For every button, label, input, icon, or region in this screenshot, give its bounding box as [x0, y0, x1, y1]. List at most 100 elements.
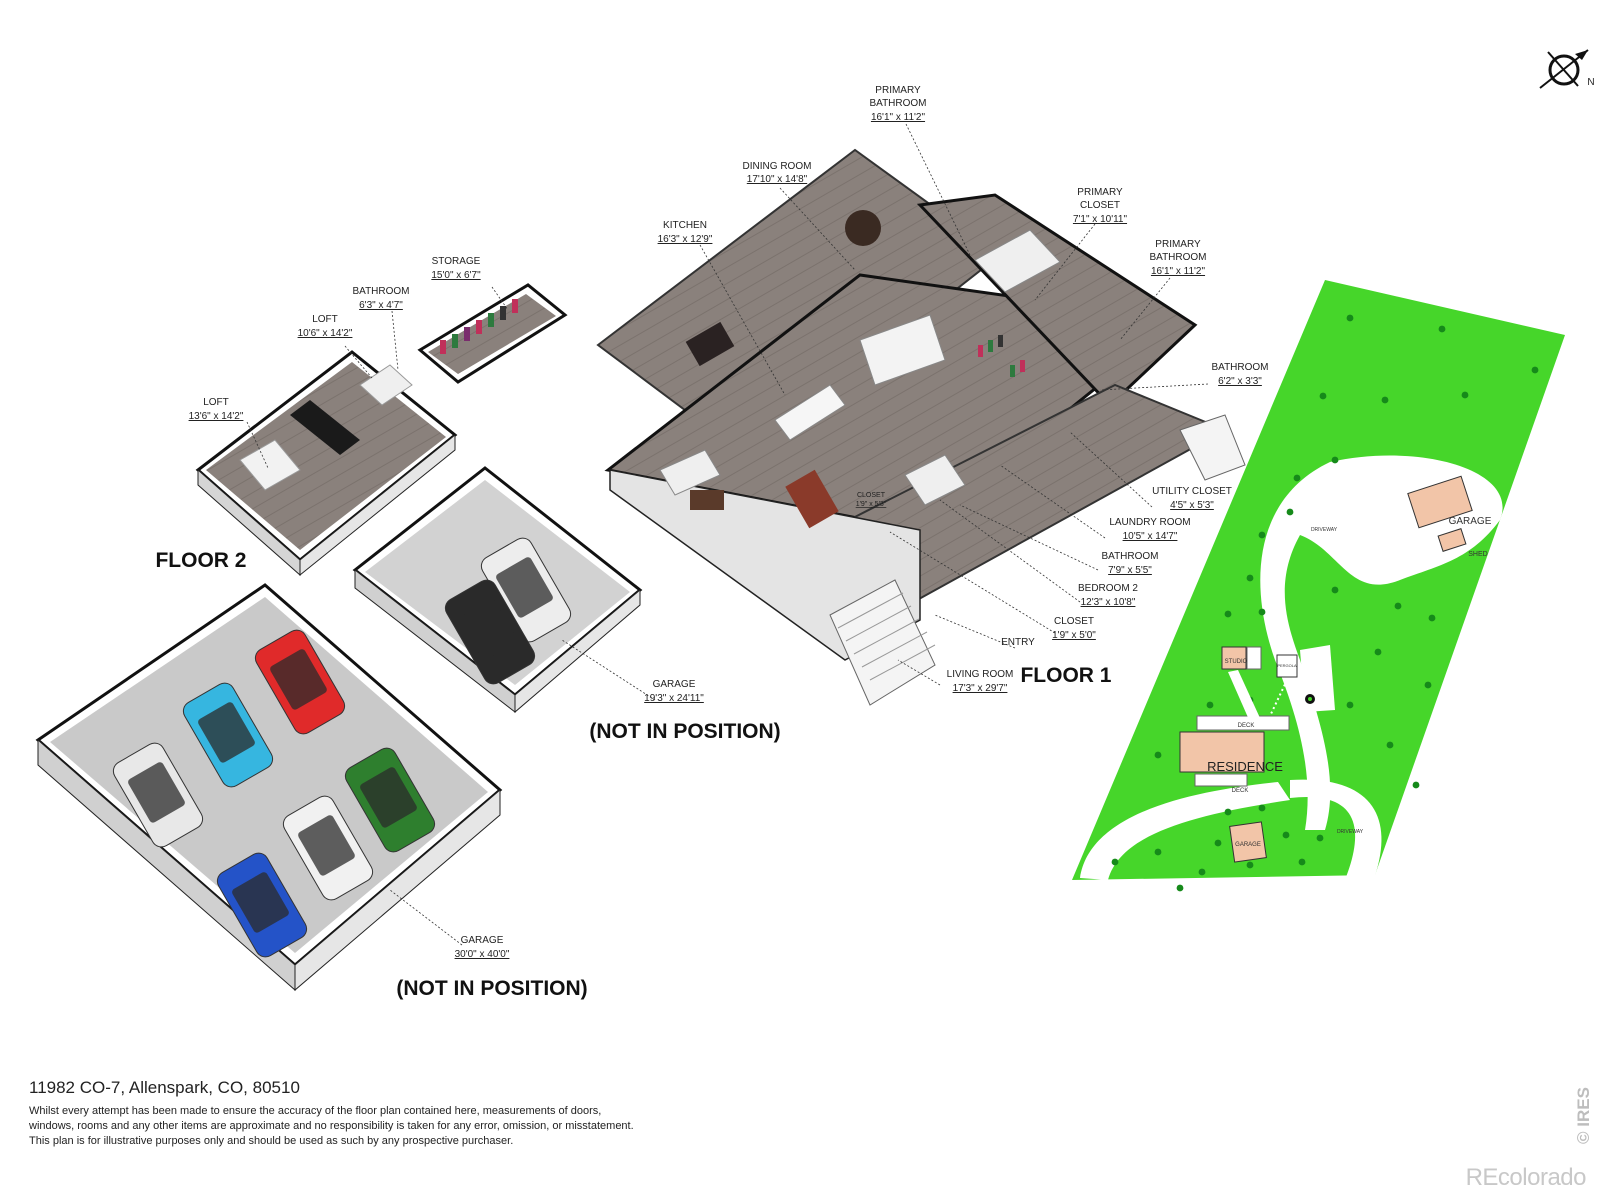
svg-text:SHED: SHED — [1468, 551, 1487, 558]
svg-text:PRIMARY: PRIMARY — [1077, 187, 1123, 198]
svg-text:7'9" x 5'5": 7'9" x 5'5" — [1108, 565, 1152, 576]
label-loft-a: LOFT 10'6" x 14'2" — [298, 314, 353, 339]
svg-text:BATHROOM: BATHROOM — [1101, 551, 1158, 562]
svg-text:7'1" x 10'11": 7'1" x 10'11" — [1073, 214, 1128, 225]
svg-text:ENTRY: ENTRY — [1001, 637, 1035, 648]
car-5 — [282, 795, 374, 901]
label-bathroom-small: BATHROOM 6'2" x 3'3" — [1211, 362, 1268, 387]
svg-text:PRIMARY: PRIMARY — [875, 85, 921, 96]
site-deck-top — [1196, 715, 1290, 731]
svg-text:17'10" x 14'8": 17'10" x 14'8" — [747, 174, 808, 185]
label-closet-a: CLOSET 1'9" x 5'0" — [1052, 616, 1096, 641]
tree-dot — [1214, 839, 1222, 847]
kitchen-island — [774, 384, 846, 441]
label-loft-b: LOFT 13'6" x 14'2" — [189, 397, 244, 422]
label-bathroom-2: BATHROOM 7'9" x 5'5" — [1101, 551, 1158, 576]
svg-text:16'3" x 12'9": 16'3" x 12'9" — [658, 234, 713, 245]
svg-text:GARAGE: GARAGE — [653, 679, 696, 690]
svg-text:CLOSET: CLOSET — [857, 492, 886, 499]
footer: 11982 CO-7, Allenspark, CO, 80510 Whilst… — [29, 1078, 749, 1149]
tree-dot — [1331, 586, 1339, 594]
svg-text:BATHROOM: BATHROOM — [352, 286, 409, 297]
tree-dot — [1154, 751, 1162, 759]
recolorado-watermark: REcolorado — [1465, 1164, 1587, 1191]
svg-text:17'3" x 29'7": 17'3" x 29'7" — [953, 683, 1008, 694]
svg-text:BATHROOM: BATHROOM — [1149, 252, 1206, 263]
svg-text:LOFT: LOFT — [203, 397, 229, 408]
site-shed — [1437, 528, 1467, 552]
side-stairs — [1179, 414, 1246, 481]
svg-text:19'3" x 24'11": 19'3" x 24'11" — [644, 693, 704, 704]
tree-dot — [1461, 391, 1469, 399]
tree-dot — [1258, 608, 1266, 616]
svg-text:12'3" x 10'8": 12'3" x 10'8" — [1081, 597, 1136, 608]
driveway-bottom-left — [1080, 782, 1290, 880]
tree-dot — [1316, 834, 1324, 842]
site-deck-bottom — [1194, 773, 1248, 787]
site-pergola — [1276, 654, 1298, 678]
tree-dot — [1154, 848, 1162, 856]
svg-text:6'2" x 3'3": 6'2" x 3'3" — [1218, 376, 1262, 387]
svg-text:DECK: DECK — [1232, 788, 1249, 794]
dining-table — [845, 210, 881, 246]
disclaimer-line-1: Whilst every attempt has been made to en… — [29, 1105, 602, 1117]
tree-dot — [1412, 781, 1420, 789]
car-1 — [112, 742, 204, 848]
svg-text:GARAGE: GARAGE — [1449, 516, 1492, 527]
tree-dot — [1198, 868, 1206, 876]
label-primary-closet: PRIMARY CLOSET 7'1" x 10'11" — [1073, 187, 1128, 225]
svg-text:GARAGE: GARAGE — [1235, 842, 1261, 848]
leader-lines — [246, 123, 1209, 946]
tree-dot — [1224, 610, 1232, 618]
kitchen-table — [859, 314, 946, 386]
site-studio — [1221, 646, 1247, 670]
property-address: 11982 CO-7, Allenspark, CO, 80510 — [29, 1078, 300, 1097]
svg-text:15'0" x 6'7": 15'0" x 6'7" — [431, 270, 481, 281]
label-entry: ENTRY — [1001, 637, 1035, 648]
garage-large-plan — [35, 583, 503, 992]
not-in-position-label-a: (NOT IN POSITION) — [589, 720, 780, 743]
svg-text:CLOSET: CLOSET — [1080, 200, 1120, 211]
tree-dot — [1111, 858, 1119, 866]
svg-text:LAUNDRY ROOM: LAUNDRY ROOM — [1109, 517, 1190, 528]
svg-text:RESIDENCE: RESIDENCE — [1207, 759, 1283, 774]
tree-dot — [1293, 474, 1301, 482]
svg-text:BATHROOM: BATHROOM — [1211, 362, 1268, 373]
svg-text:PERGOLA: PERGOLA — [1277, 663, 1297, 668]
svg-text:LIVING ROOM: LIVING ROOM — [947, 669, 1014, 680]
not-in-position-label-b: (NOT IN POSITION) — [396, 977, 587, 1000]
tree-dot — [1438, 325, 1446, 333]
floor2-plan — [195, 283, 568, 577]
lawn — [1072, 280, 1565, 880]
tree-dot — [1424, 681, 1432, 689]
stair-opening — [290, 400, 360, 455]
svg-text:DECK: DECK — [1238, 723, 1255, 729]
site-labels: GARAGE SHED RESIDENCE DECK DECK STUDIO P… — [1207, 516, 1492, 848]
svg-text:10'6" x 14'2": 10'6" x 14'2" — [298, 328, 353, 339]
fireplace — [785, 469, 839, 529]
svg-text:CLOSET: CLOSET — [1054, 616, 1094, 627]
coffee-table — [690, 490, 724, 510]
tree-dot — [1224, 808, 1232, 816]
garage-cars — [112, 537, 572, 958]
tree-dot — [1374, 648, 1382, 656]
tree-dot — [1246, 861, 1254, 869]
tree-dot — [1258, 531, 1266, 539]
svg-text:STUDIO: STUDIO — [1225, 659, 1248, 665]
front-stairs — [829, 579, 936, 706]
ires-watermark: © IRES — [1574, 1087, 1593, 1144]
floor2-floor — [206, 362, 446, 550]
label-bedroom-2: BEDROOM 2 12'3" x 10'8" — [1078, 583, 1138, 608]
label-garage-large: GARAGE 30'0" x 40'0" — [455, 935, 510, 960]
tree-dot — [1282, 831, 1290, 839]
label-kitchen: KITCHEN 16'3" x 12'9" — [658, 220, 713, 245]
driveway-bottom-right — [1290, 779, 1382, 880]
svg-text:DINING ROOM: DINING ROOM — [743, 161, 812, 172]
label-closet-b: CLOSET 1'9" x 5'3" — [856, 492, 887, 508]
primary-suite — [916, 193, 1198, 408]
site-garage-bottom — [1229, 821, 1267, 863]
site-plan — [1072, 280, 1565, 892]
compass-icon: N — [1539, 49, 1595, 89]
svg-text:GARAGE: GARAGE — [461, 935, 504, 946]
